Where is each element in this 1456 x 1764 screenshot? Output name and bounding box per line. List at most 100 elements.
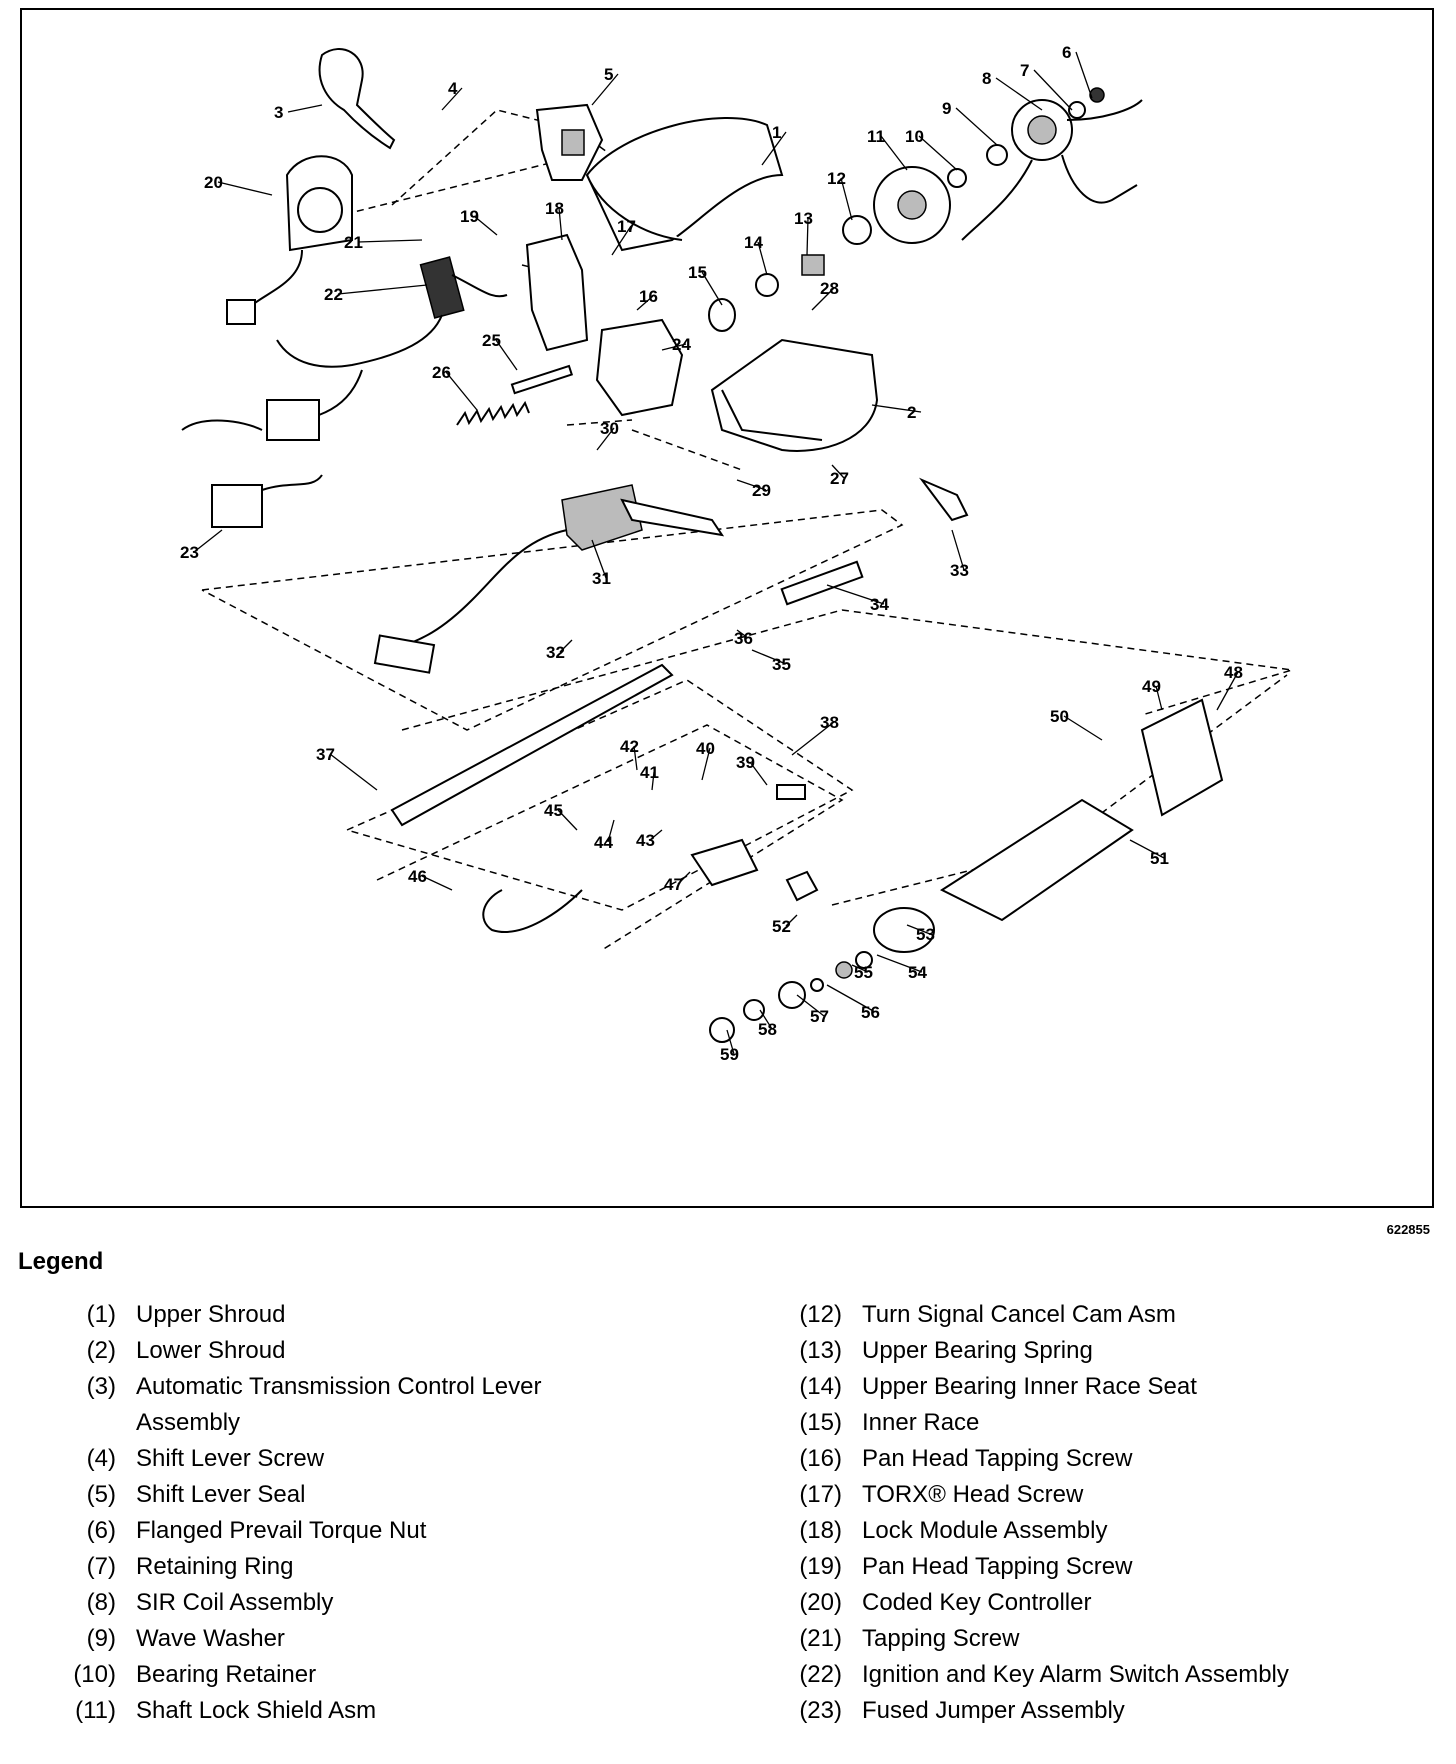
callout-32: 32 [546,643,565,662]
cancel-cam-part [842,215,872,245]
callout-leader-9 [955,107,998,146]
bearing-retainer-part [947,168,967,188]
bearing-spring-part [801,254,825,276]
callout-leader-30 [596,427,615,451]
legend-item: (7)Retaining Ring [30,1549,670,1585]
callout-11: 11 [867,127,885,146]
legend-label: Lock Module Assembly [862,1517,1108,1544]
callout-35: 35 [772,655,791,674]
legend-label: Upper Bearing Inner Race Seat [862,1373,1197,1400]
callout-leader-40 [701,747,711,781]
callout-leader-11 [880,135,908,171]
callout-leader-32 [559,639,573,653]
legend-item: (13)Upper Bearing Spring [760,1333,1440,1369]
callout-16: 16 [639,287,658,306]
sir-coil-wire-c [1061,154,1138,204]
legend-item: (6)Flanged Prevail Torque Nut [30,1513,670,1549]
callout-46: 46 [408,867,427,886]
harness-connector [266,399,320,441]
legend-label: Fused Jumper Assembly [862,1697,1125,1724]
legend-label: Coded Key Controller [862,1589,1092,1616]
legend-item: (17)TORX® Head Screw [760,1477,1440,1513]
callout-leader-33 [951,529,965,571]
legend-item: (12)Turn Signal Cancel Cam Asm [760,1297,1440,1333]
callout-leader-16 [636,295,654,311]
callout-leader-46 [421,875,453,891]
legend-number: (22) [799,1661,842,1688]
callout-48: 48 [1224,663,1243,682]
callout-4: 4 [448,79,458,98]
callout-leader-49 [1155,685,1163,711]
legend-number: (15) [799,1409,842,1436]
callout-55: 55 [854,963,873,982]
callout-59: 59 [720,1045,739,1064]
callout-29: 29 [752,481,771,500]
wave-washer-part [986,144,1008,166]
lower-spring-part [835,961,853,979]
legend-item: (9)Wave Washer [30,1621,670,1657]
legend-number: (19) [799,1553,842,1580]
sir-coil-wire-b [961,159,1033,241]
callout-leader-43 [649,829,663,841]
callout-27: 27 [830,469,849,488]
callout-leader-1 [761,131,787,166]
coded-key-controller-ring [297,187,343,233]
callout-56: 56 [861,1003,880,1022]
fused-jumper-wire [261,474,323,491]
callout-12: 12 [827,169,846,188]
legend-label: Lower Shroud [136,1337,286,1364]
callout-leader-41 [651,771,655,791]
callout-leader-22 [337,284,428,295]
callout-25: 25 [482,331,501,350]
callout-18: 18 [545,199,564,218]
sir-coil-wire-a [1066,99,1143,121]
callout-leader-15 [701,271,723,306]
callout-13: 13 [794,209,813,228]
callout-leader-7 [1033,69,1073,111]
legend-label: Turn Signal Cancel Cam Asm [862,1301,1176,1328]
lower-washer-part [810,978,824,992]
callout-42: 42 [620,737,639,756]
jumper-wire [181,419,263,431]
callout-2: 2 [907,403,916,422]
mount-bracket-part [1140,698,1224,817]
callout-leader-8 [995,77,1043,111]
turn-signal-connector [373,634,436,674]
callout-leader-44 [607,819,615,843]
coded-key-wire [251,249,303,306]
shaft-lock-shield-hub [897,190,927,220]
legend-item: (20) Coded Key Controller [760,1585,1440,1621]
legend-item: (2)Lower Shroud [30,1333,670,1369]
callout-leader-39 [749,761,768,786]
legend-item: (16)Pan Head Tapping Screw [760,1441,1440,1477]
legend-item: (18)Lock Module Assembly [760,1513,1440,1549]
callout-leader-31 [591,539,607,579]
callout-leader-23 [193,529,223,553]
legend-label: SIR Coil Assembly [136,1589,334,1616]
legend-number: (23) [799,1697,842,1724]
callout-51: 51 [1150,849,1169,868]
callout-38: 38 [820,713,839,732]
legend-item: (5)Shift Lever Seal [30,1477,670,1513]
callout-leader-24 [661,343,687,351]
callout-31: 31 [592,569,611,588]
sir-coil-hub [1027,115,1057,145]
callout-leader-45 [557,809,578,831]
callout-15: 15 [688,263,707,282]
tilt-pin-part [776,784,806,800]
legend-number: (8) [86,1589,116,1616]
legend-number: (10) [73,1661,116,1688]
callout-10: 10 [905,127,924,146]
legend-number: (20) [799,1589,842,1616]
callout-40: 40 [696,739,715,758]
figure-code: 622855 [1386,1222,1430,1237]
callout-leader-36 [736,629,749,639]
legend-item: (19)Pan Head Tapping Screw [760,1549,1440,1585]
callout-leader-6 [1075,51,1093,99]
housing-part [595,318,684,417]
callout-leader-2 [871,404,922,413]
legend-label: Automatic Transmission Control Lever Ass… [136,1373,542,1436]
callout-17: 17 [617,217,636,236]
callout-3: 3 [274,103,283,122]
legend-number: (7) [86,1553,116,1580]
